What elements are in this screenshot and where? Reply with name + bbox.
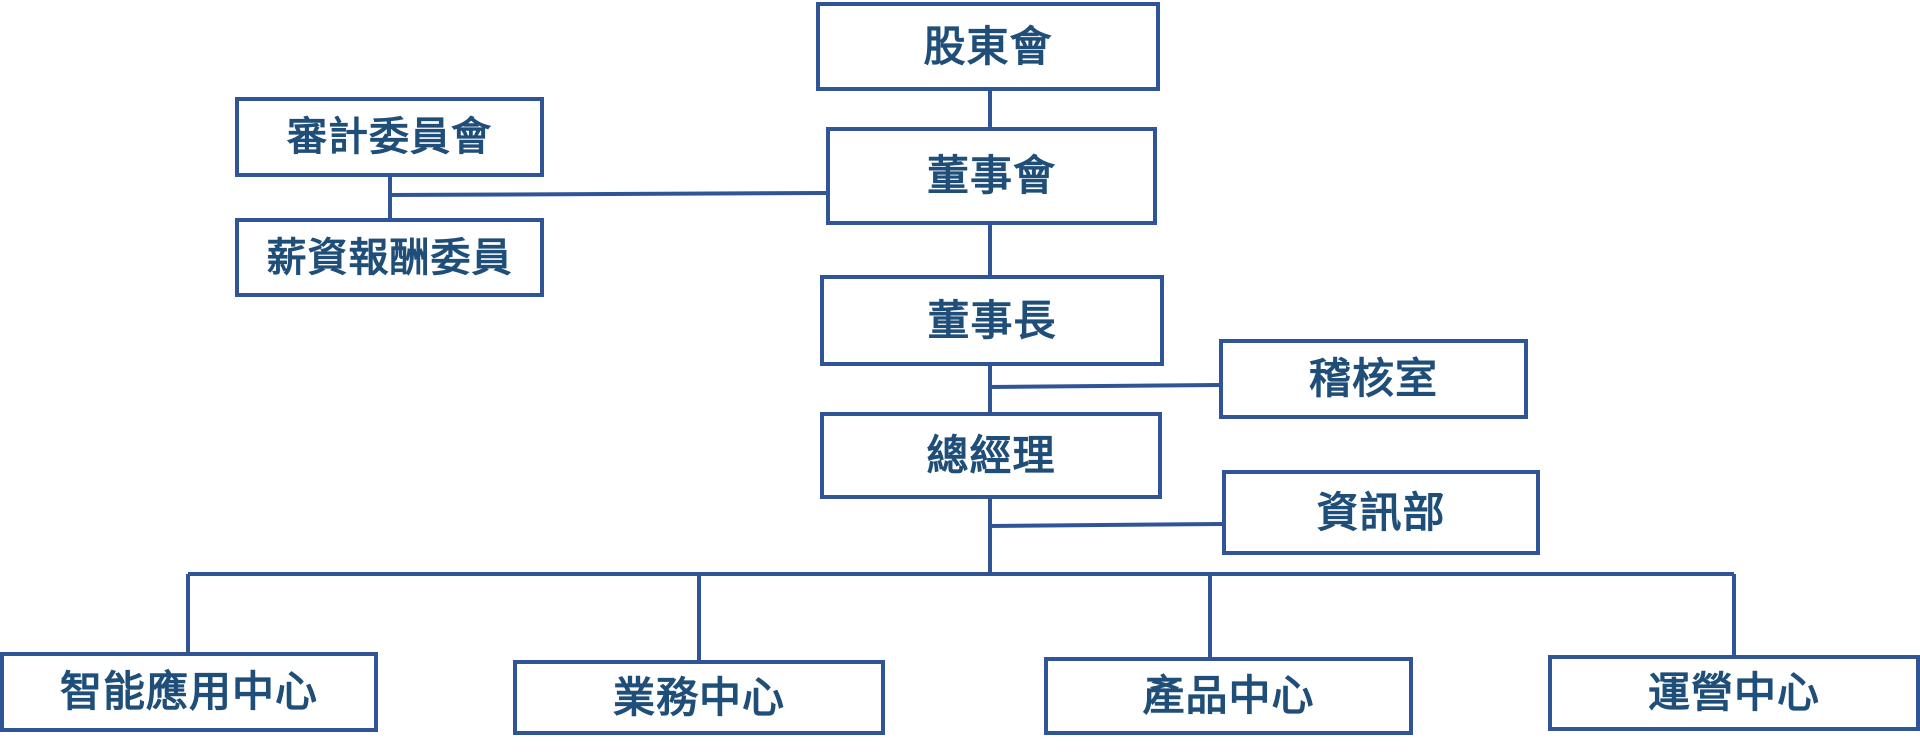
node-president-label: 總經理 [926,430,1056,480]
node-smart-application-center: 智能應用中心 [0,652,378,732]
node-chairman: 董事長 [820,275,1164,366]
node-audit-committee: 審計委員會 [235,97,544,177]
node-it-department: 資訊部 [1222,470,1540,555]
node-operations-center-label: 運營中心 [1647,668,1820,717]
node-chairman-label: 董事長 [927,295,1057,345]
connector-internal-audit [989,383,1220,389]
node-business-center-label: 業務中心 [612,672,785,722]
node-board-label: 董事會 [926,151,1056,200]
node-audit-committee-label: 審計委員會 [287,114,492,160]
node-internal-audit-label: 稽核室 [1308,354,1438,403]
connector-it [989,522,1223,528]
connector-board-committees [389,191,827,197]
node-president: 總經理 [820,412,1162,499]
node-product-center: 產品中心 [1044,657,1413,735]
node-business-center: 業務中心 [513,660,885,735]
node-compensation-committee: 薪資報酬委員 [235,218,544,297]
node-operations-center: 運營中心 [1548,655,1920,731]
node-shareholders-label: 股東會 [923,21,1053,71]
node-board: 董事會 [826,127,1157,225]
node-shareholders: 股東會 [816,2,1160,91]
node-smart-application-center-label: 智能應用中心 [59,667,318,716]
node-it-department-label: 資訊部 [1316,487,1446,537]
node-internal-audit: 稽核室 [1219,339,1528,419]
node-compensation-committee-label: 薪資報酬委員 [266,234,513,281]
node-product-center-label: 產品中心 [1142,671,1315,720]
